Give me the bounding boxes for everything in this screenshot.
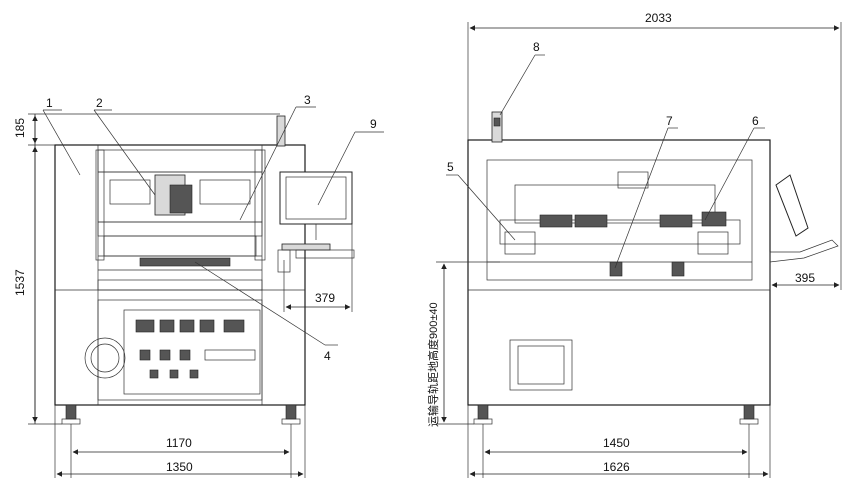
dim-395: 395 (795, 271, 815, 285)
side-dimensions (436, 22, 842, 478)
callout-labels: 1 2 3 9 4 8 5 7 6 (46, 40, 759, 363)
dim-185: 185 (13, 118, 27, 138)
front-monitor (279, 171, 353, 225)
side-view (467, 111, 839, 425)
side-access-panel (509, 339, 573, 391)
front-callout-leaders (42, 106, 384, 346)
side-callout-leaders (446, 54, 765, 269)
callout-5: 5 (447, 160, 454, 174)
callout-4: 4 (324, 349, 331, 363)
dim-2033: 2033 (645, 11, 672, 25)
dim-1170: 1170 (166, 436, 192, 450)
dimension-labels: 185 1537 1170 1350 379 2033 395 1450 162… (13, 11, 815, 474)
front-cabinet (54, 144, 306, 406)
rail-height-annotation: 运输导轨距地高度900±40 (426, 302, 440, 427)
callout-1: 1 (46, 96, 53, 110)
dim-1626: 1626 (603, 460, 630, 474)
callout-3: 3 (304, 93, 311, 107)
callout-7: 7 (666, 114, 673, 128)
dim-1537: 1537 (13, 269, 27, 296)
callout-2: 2 (96, 96, 103, 110)
front-dimensions (28, 113, 353, 478)
dim-379: 379 (315, 291, 335, 305)
callout-9: 9 (370, 117, 377, 131)
dim-1350: 1350 (166, 460, 193, 474)
front-view (54, 115, 355, 425)
dim-1450: 1450 (603, 436, 630, 450)
callout-8: 8 (533, 40, 540, 54)
callout-6: 6 (752, 114, 759, 128)
